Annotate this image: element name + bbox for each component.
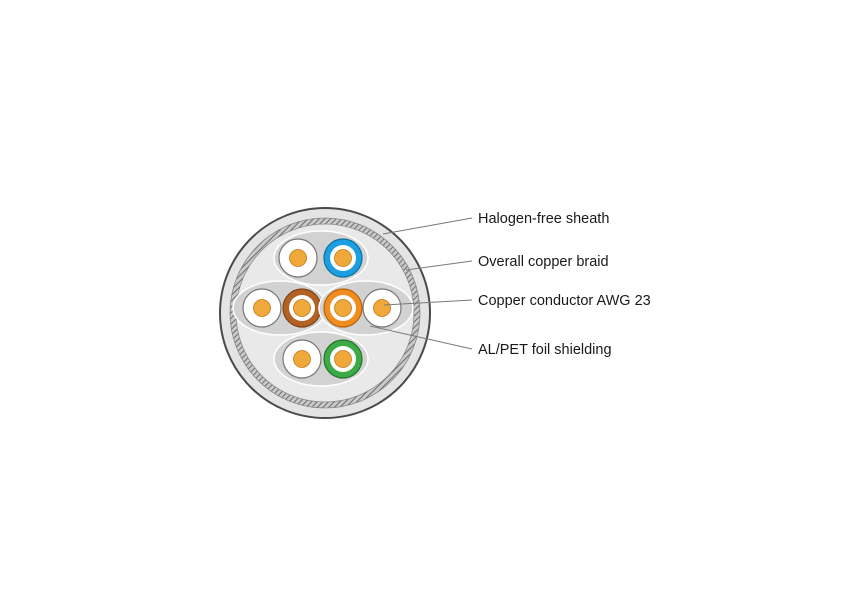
leader-lines [369,217,473,350]
wire-brown [282,288,322,328]
twisted-pair-right [318,280,414,336]
label-foil-shielding: AL/PET foil shielding [478,342,612,358]
label-halogen-free-sheath: Halogen-free sheath [478,211,609,227]
copper-conductor [373,299,391,317]
twisted-pair-left [232,280,328,336]
copper-conductor [293,350,311,368]
copper-conductor [289,249,307,267]
twisted-pair-top [273,230,369,286]
copper-conductor [334,350,352,368]
copper-conductor [334,249,352,267]
label-copper-conductor: Copper conductor AWG 23 [478,293,651,309]
wire-white-left [242,288,282,328]
callout-labels: Halogen-free sheath Overall copper braid… [478,211,651,358]
wire-white-bottom [282,339,322,379]
wire-green [323,339,363,379]
braid-outer-edge [229,217,421,409]
twisted-pair-bottom [273,331,369,387]
wire-blue [323,238,363,278]
cable-cross-section [219,207,431,419]
wire-orange [323,288,363,328]
label-overall-copper-braid: Overall copper braid [478,254,609,270]
copper-conductor [253,299,271,317]
leader-halogen-free-sheath [382,217,473,235]
wire-white-top [278,238,318,278]
leader-foil-shielding [369,325,473,350]
wire-white-right [362,288,402,328]
leader-copper-conductor [383,299,473,306]
copper-conductor [334,299,352,317]
leader-overall-copper-braid [405,260,473,271]
copper-conductor [293,299,311,317]
